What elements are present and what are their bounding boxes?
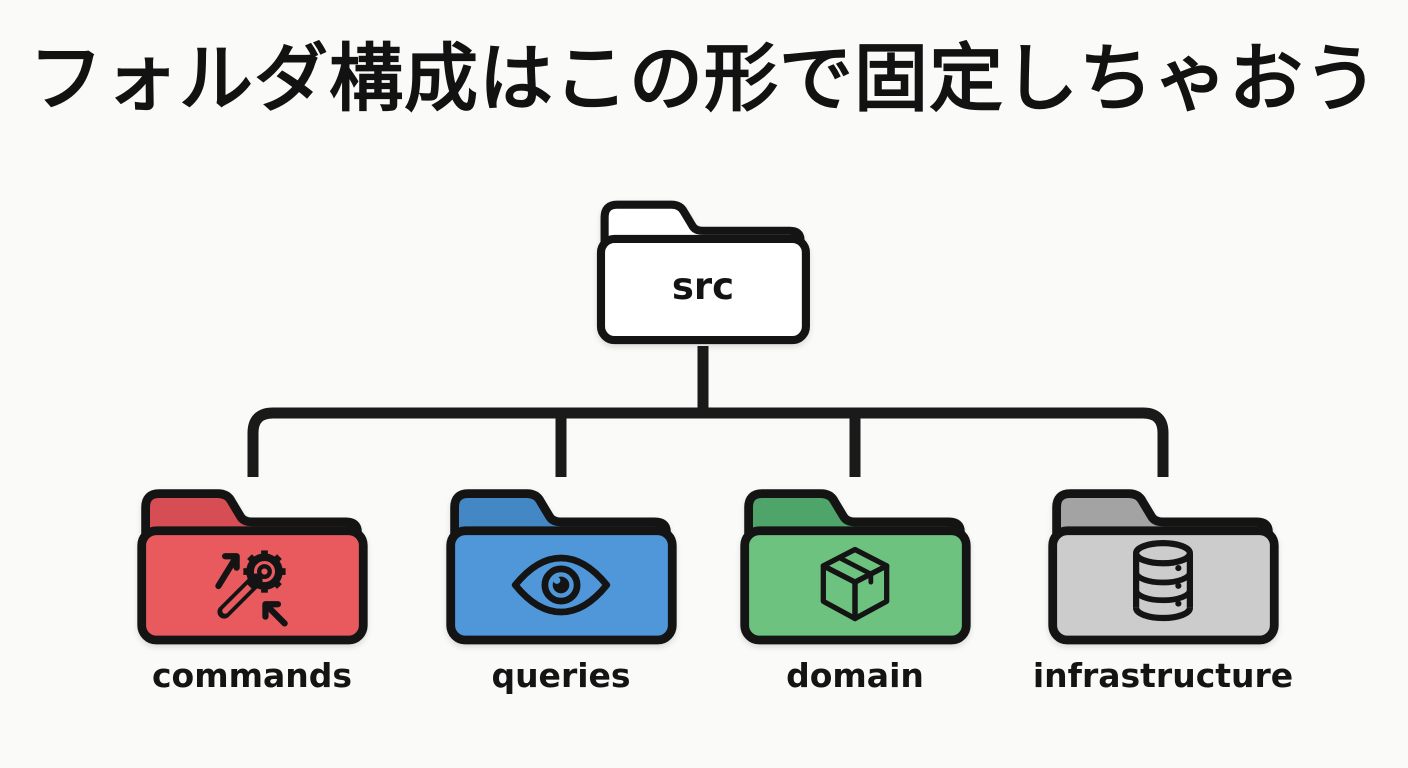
folder-label: queries — [491, 656, 631, 695]
eye-icon — [511, 554, 611, 616]
folder-label: infrastructure — [1032, 656, 1294, 695]
folder-infrastructure: infrastructure — [1033, 470, 1293, 700]
gear-wand-icon — [215, 550, 288, 627]
page-title: フォルダ構成はこの形で固定しちゃおう — [29, 36, 1379, 122]
root-folder-label: src — [671, 265, 735, 308]
folder-src: src — [590, 183, 816, 351]
package-box-icon — [820, 546, 890, 622]
folder-icon — [1048, 489, 1279, 645]
folder-label: commands — [151, 656, 353, 695]
folder-domain: domain — [733, 470, 977, 700]
folder-icon — [596, 200, 810, 345]
folder-commands: commands — [130, 470, 374, 700]
horizontal-branch-line — [247, 407, 1169, 477]
database-icon — [1133, 540, 1193, 622]
folder-queries: queries — [439, 470, 683, 700]
folder-label: domain — [786, 656, 924, 695]
